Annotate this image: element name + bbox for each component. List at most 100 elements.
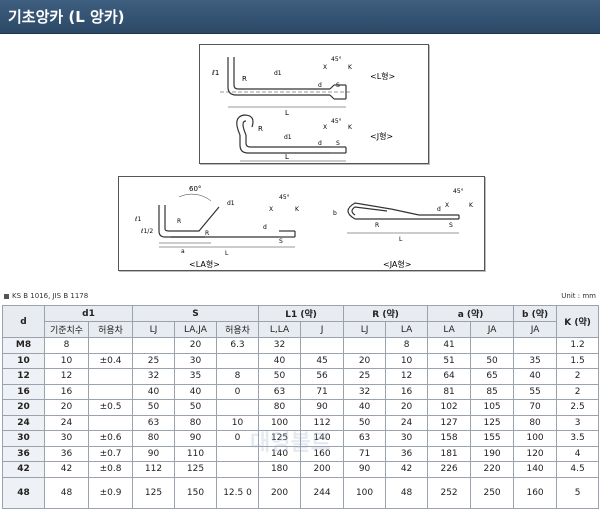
- table-cell: 50: [258, 368, 302, 385]
- table-cell: 140: [258, 445, 302, 462]
- table-cell: 3: [556, 414, 600, 431]
- table-cell: 125: [132, 476, 175, 509]
- table-cell: [300, 337, 345, 354]
- j-angle: 45°: [331, 118, 342, 125]
- table-cell: ±0.4: [88, 352, 133, 369]
- table-cell: 30: [174, 352, 217, 369]
- la-label-x: X: [269, 206, 273, 213]
- table-cell: [513, 337, 558, 354]
- table-cell: [343, 337, 387, 354]
- table-cell: 90: [174, 430, 217, 447]
- l-label-l1: ℓ1: [211, 69, 219, 77]
- table-cell: 35: [513, 352, 558, 369]
- la-angle-top: 60°: [189, 185, 201, 193]
- l-label-len: L: [285, 109, 289, 117]
- cell-d: M8: [2, 337, 45, 354]
- table-cell: 1.5: [556, 352, 600, 369]
- ja-label-b: b: [333, 210, 337, 217]
- table-cell: 40: [174, 383, 217, 400]
- cell-d: 36: [2, 445, 45, 462]
- cell-d: 48: [2, 476, 45, 509]
- j-label-r: R: [258, 125, 263, 133]
- cell-d: 16: [2, 383, 45, 400]
- table-cell: 16: [385, 383, 429, 400]
- table-cell: 160: [513, 476, 558, 509]
- ja-label-s: S: [449, 222, 453, 229]
- table-cell: 40: [258, 352, 302, 369]
- table-cell: 90: [300, 399, 345, 416]
- j-label-d1: d1: [284, 134, 292, 141]
- table-cell: 160: [300, 445, 345, 462]
- table-cell: 200: [300, 461, 345, 478]
- table-cell: 2: [556, 383, 600, 400]
- table-cell: 6.3: [215, 337, 260, 354]
- table-cell: 112: [132, 461, 175, 478]
- table-cell: 70: [513, 399, 558, 416]
- subheader: J: [300, 321, 345, 338]
- table-cell: 41: [427, 337, 472, 354]
- table-cell: 42: [385, 461, 429, 478]
- table-cell: ±0.5: [88, 399, 133, 416]
- table-cell: 12.5 0: [215, 476, 260, 509]
- table-cell: 140: [300, 430, 345, 447]
- subheader: LA: [385, 321, 429, 338]
- standard-text: KS B 1016, JIS B 1178: [12, 292, 89, 300]
- table-cell: 8: [215, 368, 260, 385]
- subheader: 허용차: [215, 321, 260, 338]
- table-cell: 112: [300, 414, 345, 431]
- laja-diagram: 60° ℓ1 ℓ1/2 R R d1 X K 45° a L d S <LA형>…: [134, 185, 474, 269]
- table-cell: [88, 414, 133, 431]
- subheader: 허용차: [88, 321, 133, 338]
- subheader: L,LA: [258, 321, 302, 338]
- subheader: 기준치수: [44, 321, 89, 338]
- square-icon: [4, 293, 9, 299]
- table-cell: 90: [132, 445, 175, 462]
- table-cell: 10: [44, 352, 89, 369]
- table-cell: ±0.7: [88, 445, 133, 462]
- table-cell: 30: [385, 430, 429, 447]
- table-cell: 80: [513, 414, 558, 431]
- standard-label: KS B 1016, JIS B 1178: [4, 292, 88, 300]
- cell-d: 30: [2, 430, 45, 447]
- table-cell: 105: [470, 399, 515, 416]
- table-cell: 50: [174, 399, 217, 416]
- la-label-r2: R: [205, 230, 209, 237]
- la-label-a: a: [181, 248, 185, 255]
- table-cell: 71: [300, 383, 345, 400]
- table-cell: 20: [343, 352, 387, 369]
- table-cell: 244: [300, 476, 345, 509]
- table-cell: 85: [470, 383, 515, 400]
- table-cell: 181: [427, 445, 472, 462]
- table-cell: 25: [343, 368, 387, 385]
- table-cell: [88, 368, 133, 385]
- table-cell: 3.5: [556, 430, 600, 447]
- table-cell: 55: [513, 383, 558, 400]
- cell-d: 24: [2, 414, 45, 431]
- table-cell: 16: [44, 383, 89, 400]
- la-angle: 45°: [279, 194, 290, 201]
- subheader: LJ: [343, 321, 387, 338]
- cell-d: 10: [2, 352, 45, 369]
- table-cell: 64: [427, 368, 472, 385]
- l-type-drawing: [220, 57, 352, 108]
- la-label-r1: R: [177, 218, 181, 225]
- diagram-panel-laja: 60° ℓ1 ℓ1/2 R R d1 X K 45° a L d S <LA형>…: [118, 176, 485, 271]
- table-cell: 0: [215, 383, 260, 400]
- table-cell: 158: [427, 430, 472, 447]
- table-cell: 50: [470, 352, 515, 369]
- l-label-d1: d1: [274, 70, 282, 77]
- table-cell: 20: [174, 337, 217, 354]
- la-caption: <LA형>: [189, 260, 220, 269]
- table-cell: 32: [343, 383, 387, 400]
- table-cell: 200: [258, 476, 302, 509]
- ja-label-k: K: [469, 202, 474, 209]
- la-type-drawing: [158, 193, 296, 248]
- table-cell: 65: [470, 368, 515, 385]
- table-cell: 226: [427, 461, 472, 478]
- table-cell: [88, 337, 133, 354]
- table-cell: 10: [385, 352, 429, 369]
- header-r: R (약): [343, 305, 429, 322]
- table-cell: 45: [300, 352, 345, 369]
